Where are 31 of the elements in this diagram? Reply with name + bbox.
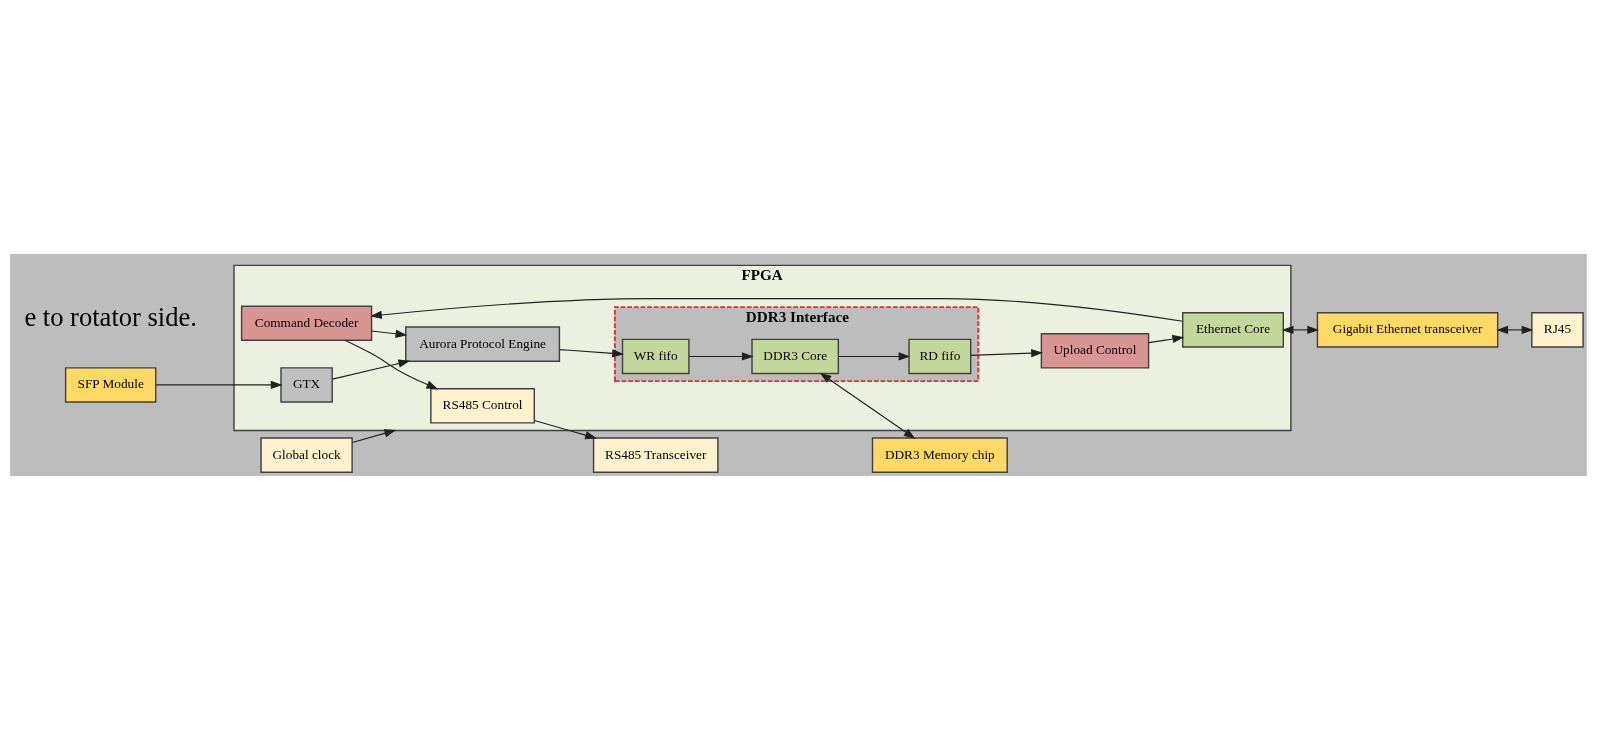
node-box: GTX bbox=[280, 367, 333, 403]
node-box: Global clock bbox=[260, 437, 353, 473]
arrow bbox=[838, 352, 911, 361]
arrow bbox=[688, 352, 754, 361]
node-box: Gigabit Ethernet transceiver bbox=[1316, 312, 1499, 348]
node-box: Ethernet Core bbox=[1182, 312, 1284, 348]
arrow bbox=[559, 349, 624, 358]
arrow bbox=[331, 359, 411, 380]
arrow bbox=[370, 298, 1184, 322]
arrow bbox=[371, 329, 408, 338]
arrow bbox=[351, 429, 397, 443]
label: e to rotator side. bbox=[24, 302, 197, 333]
arrow bbox=[970, 348, 1043, 358]
node-box: RS485 Transceiver bbox=[592, 437, 719, 473]
arrow bbox=[1281, 325, 1320, 335]
node-box: DDR3 Memory chip bbox=[871, 437, 1008, 473]
node-box: Upload Control bbox=[1040, 333, 1150, 369]
node-box: RS485 Control bbox=[430, 388, 535, 424]
node-box: Aurora Protocol Engine bbox=[405, 326, 561, 362]
arrow bbox=[344, 339, 439, 390]
arrow bbox=[1496, 325, 1534, 335]
arrow bbox=[819, 372, 916, 439]
node-box: RJ45 bbox=[1531, 312, 1584, 348]
node-box: WR fifo bbox=[621, 338, 690, 375]
arrow bbox=[155, 380, 283, 390]
arrow bbox=[1148, 334, 1185, 344]
node-box: Command Decoder bbox=[240, 305, 373, 342]
node-box: RD fifo bbox=[908, 338, 972, 375]
arrow bbox=[533, 419, 597, 440]
node-box: SFP Module bbox=[64, 367, 157, 403]
node-box: DDR3 Core bbox=[751, 338, 840, 375]
